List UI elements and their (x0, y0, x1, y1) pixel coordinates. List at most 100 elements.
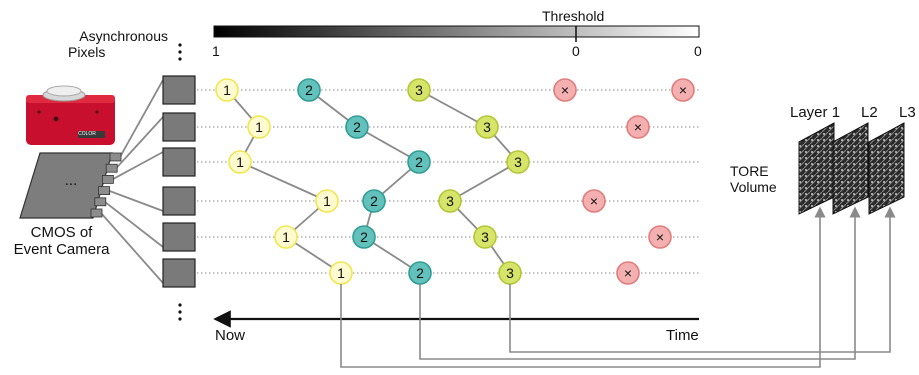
sensor-pin (90, 208, 103, 218)
event-trace (356, 126, 420, 163)
cmos-label: CMOS of Event Camera (0, 224, 123, 259)
event-label: 2 (370, 193, 378, 209)
pixel-box (162, 75, 196, 105)
event-label: 3 (514, 154, 522, 170)
sensor-connector (119, 79, 164, 158)
expired-event: × (626, 115, 650, 139)
expired-event: × (671, 78, 695, 102)
event-layer-3: 3 (506, 150, 530, 174)
layer3-label: L3 (899, 104, 916, 121)
threshold-colorbar (213, 25, 700, 42)
event-label: 1 (236, 154, 244, 170)
event-label: × (590, 193, 598, 209)
sensor-connector (108, 189, 164, 212)
event-layer-1: 1 (329, 261, 353, 285)
threshold-tick-left: 1 (212, 43, 220, 59)
event-label: 2 (305, 82, 313, 98)
pixel-box (162, 147, 196, 177)
event-trace (239, 161, 328, 202)
async-pixels-line1: Asynchronous (79, 28, 168, 44)
pixel-ellipsis-bottom (178, 303, 182, 321)
async-pixels-label: Asynchronous Pixels (40, 28, 168, 60)
expired-event: × (616, 261, 640, 285)
event-label: × (561, 82, 569, 98)
sensor-connector (100, 212, 164, 284)
event-label: × (656, 229, 664, 245)
sensor-pin (94, 197, 107, 207)
layer1-label: Layer 1 (790, 104, 841, 121)
tore-layer-3 (868, 122, 905, 215)
event-label: 2 (353, 119, 361, 135)
time-label: Time (666, 327, 699, 344)
pixel-box (162, 186, 196, 216)
event-label: 3 (446, 193, 454, 209)
event-label: 1 (323, 193, 331, 209)
event-trace (418, 89, 488, 128)
event-label: 1 (223, 82, 231, 98)
sensor-connector (115, 116, 164, 169)
tore-volume-label: TORE Volume (730, 163, 777, 195)
event-label: × (679, 82, 687, 98)
event-layer-2: 2 (407, 150, 431, 174)
cmos-line2: Event Camera (13, 241, 110, 259)
event-layer-2: 2 (408, 261, 432, 285)
sensor-pin (109, 152, 122, 162)
event-camera-icon (26, 85, 115, 145)
sensor-connector (111, 151, 164, 181)
event-layer-2: 2 (362, 189, 386, 213)
tore-layer-frames (798, 122, 905, 215)
camera-badge: COLOR (78, 131, 96, 137)
event-label: 3 (415, 82, 423, 98)
event-label: × (634, 119, 642, 135)
event-layer-1: 1 (215, 78, 239, 102)
sensor-pin (98, 186, 110, 196)
pixel-box (162, 222, 196, 252)
event-label: 3 (481, 229, 489, 245)
event-layer-3: 3 (498, 261, 522, 285)
now-label: Now (215, 327, 246, 344)
pixel-ellipsis-top (178, 43, 182, 61)
threshold-tick-right: 0 (694, 43, 702, 59)
pixel-boxes (162, 75, 196, 288)
event-label: 1 (282, 229, 290, 245)
event-label: × (624, 265, 632, 281)
cmos-sensor (19, 152, 122, 219)
tore-layer-2 (832, 122, 869, 215)
sensor-connector (104, 201, 164, 248)
event-layer-3: 3 (407, 78, 431, 102)
event-label: 2 (416, 265, 424, 281)
threshold-title: Threshold (542, 8, 605, 24)
event-label: 1 (255, 119, 263, 135)
layer2-label: L2 (861, 104, 878, 121)
event-label: 2 (360, 229, 368, 245)
sensor-pin (102, 174, 114, 184)
cmos-line1: CMOS of (30, 224, 93, 241)
tore-line1: TORE (730, 163, 769, 179)
tore-routing-lines (340, 206, 896, 368)
expired-event: × (582, 189, 606, 213)
event-traces (226, 89, 519, 274)
event-layer-1: 1 (315, 189, 339, 213)
sensor-connectors (100, 79, 164, 284)
event-markers: 1 2 3 × × 1 2 3 × 1 2 3 1 2 3 × 1 2 3 × 1 2 3 × (215, 78, 695, 285)
pixel-box (162, 258, 196, 288)
event-label: 3 (506, 265, 514, 281)
event-layer-2: 2 (345, 115, 369, 139)
tore-layer-1 (798, 122, 835, 215)
event-layer-3: 3 (438, 189, 462, 213)
pixel-box (162, 112, 196, 142)
pixel-row-lines (197, 89, 699, 274)
event-layer-2: 2 (352, 225, 376, 249)
event-label: 1 (337, 265, 345, 281)
expired-event: × (648, 225, 672, 249)
event-layer-3: 3 (473, 225, 497, 249)
event-layer-3: 3 (475, 115, 499, 139)
event-trace (449, 161, 519, 202)
sensor-ellipsis: ... (64, 172, 78, 189)
event-layer-2: 2 (297, 78, 321, 102)
expired-event: × (553, 78, 577, 102)
threshold-tick-mid: 0 (572, 43, 580, 59)
event-label: 2 (415, 154, 423, 170)
event-label: 3 (483, 119, 491, 135)
